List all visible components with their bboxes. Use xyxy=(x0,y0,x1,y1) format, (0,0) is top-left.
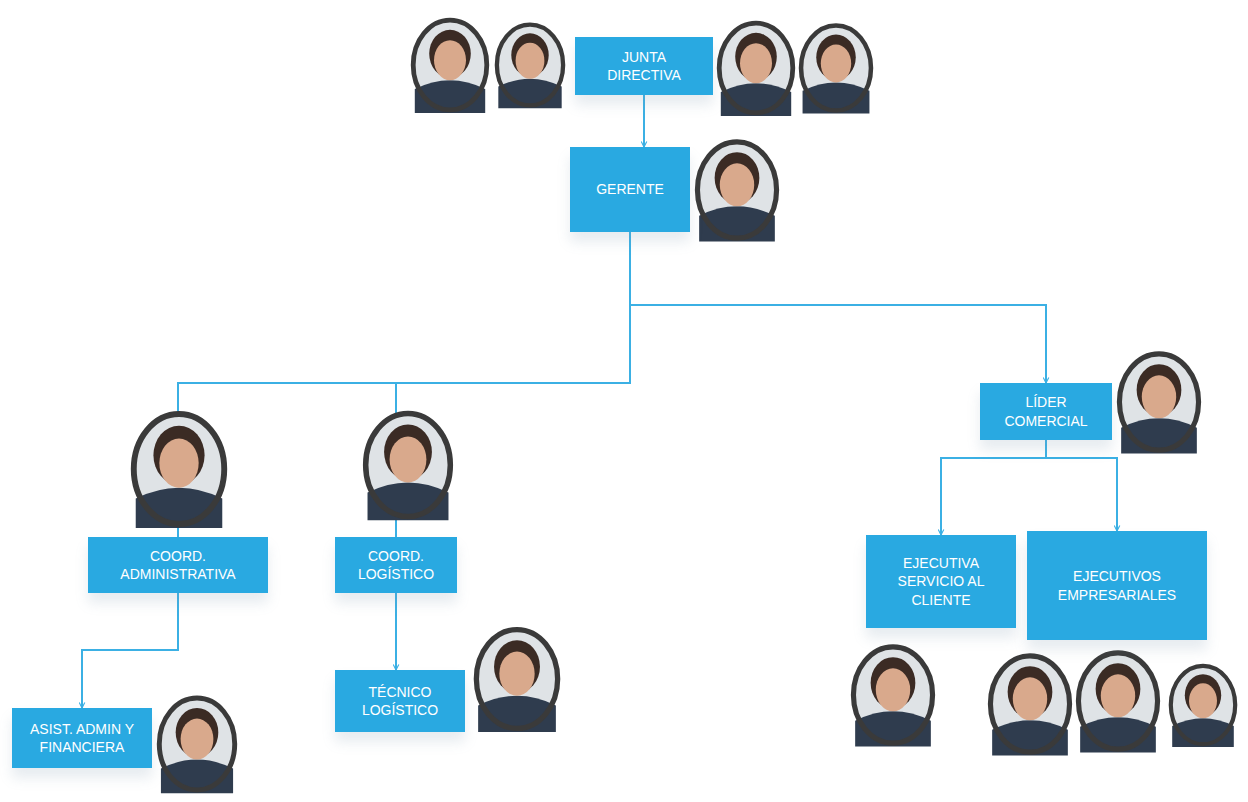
org-box: COORD. ADMINISTRATIVA xyxy=(88,537,268,593)
reporting-line xyxy=(941,440,1046,535)
portrait xyxy=(134,414,224,528)
portrait xyxy=(990,656,1069,756)
role-title: JUNTA DIRECTIVA xyxy=(585,48,703,84)
reporting-line xyxy=(178,232,630,537)
portrait xyxy=(801,25,871,113)
role-title: EJECUTIVOS EMPRESARIALES xyxy=(1037,567,1197,603)
reporting-line xyxy=(82,593,178,708)
org-box: JUNTA DIRECTIVA xyxy=(575,37,713,95)
portrait xyxy=(697,142,776,242)
portrait xyxy=(853,647,932,747)
reporting-line xyxy=(1046,440,1117,531)
org-box: GERENTE xyxy=(570,147,690,232)
org-box: ASIST. ADMIN Y FINANCIERA xyxy=(12,708,152,768)
org-box: LÍDER COMERCIAL xyxy=(980,383,1112,440)
reporting-line xyxy=(643,95,645,147)
reporting-line xyxy=(395,593,397,670)
role-title: LÍDER COMERCIAL xyxy=(990,393,1102,429)
role-title: COORD. ADMINISTRATIVA xyxy=(98,547,258,583)
portrait xyxy=(413,20,487,113)
portrait xyxy=(497,25,563,109)
role-title: ASIST. ADMIN Y FINANCIERA xyxy=(22,720,142,756)
org-box: TÉCNICO LOGÍSTICO xyxy=(335,670,465,732)
portrait xyxy=(366,413,451,520)
org-box: EJECUTIVA SERVICIO AL CLIENTE xyxy=(866,535,1016,628)
org-box: EJECUTIVOS EMPRESARIALES xyxy=(1027,531,1207,640)
portrait xyxy=(1078,653,1157,753)
role-title: COORD. LOGÍSTICO xyxy=(345,547,447,583)
role-title: GERENTE xyxy=(596,180,664,198)
role-title: TÉCNICO LOGÍSTICO xyxy=(345,683,455,719)
role-title: EJECUTIVA SERVICIO AL CLIENTE xyxy=(876,554,1006,609)
portrait xyxy=(476,630,557,732)
portrait xyxy=(719,23,793,116)
portrait xyxy=(1171,666,1235,747)
org-box: COORD. LOGÍSTICO xyxy=(335,537,457,593)
reporting-line xyxy=(630,232,1046,383)
portrait xyxy=(1119,354,1198,454)
portrait xyxy=(159,698,234,793)
